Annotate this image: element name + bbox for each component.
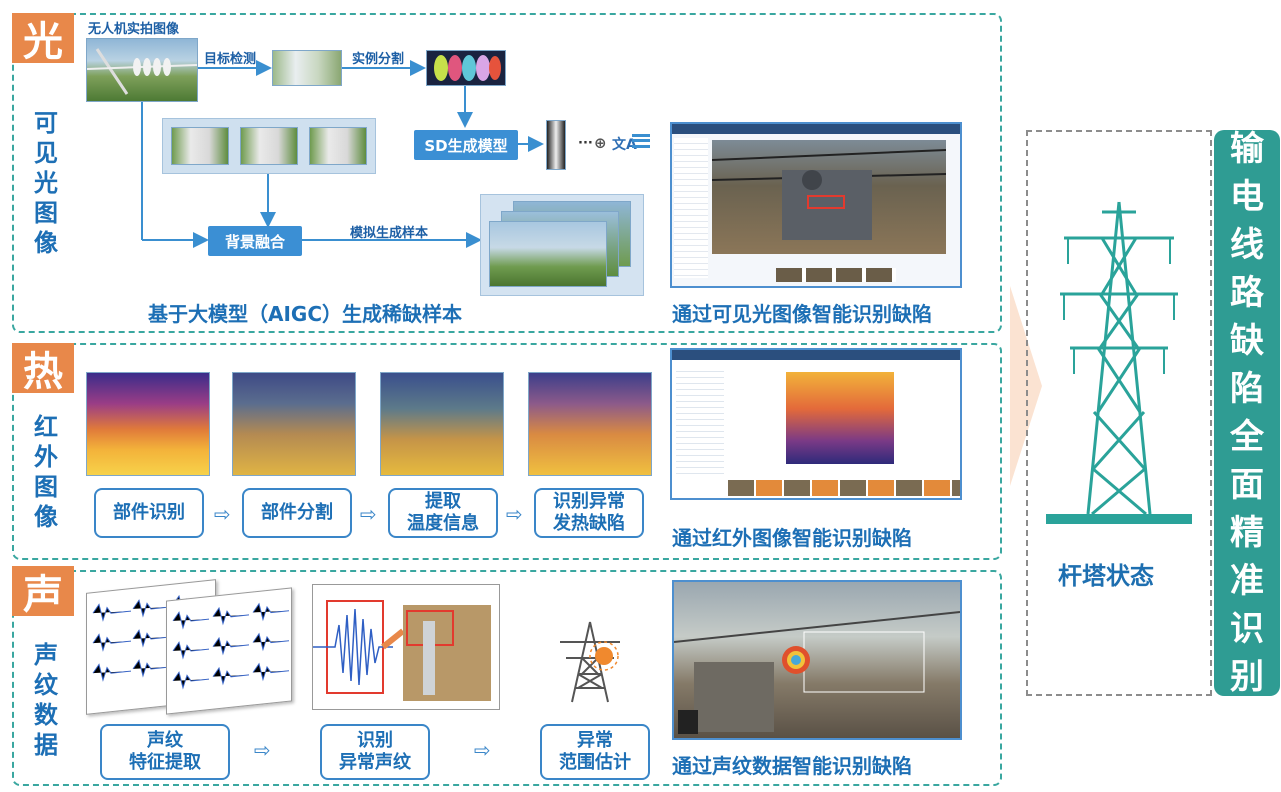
screen-main-photo <box>711 140 947 254</box>
thermal-step-3: 提取 温度信息 <box>388 488 498 538</box>
thermal-screen-tree <box>676 366 724 478</box>
abnormal-waveform-graphic <box>313 600 491 701</box>
thermal-arrow-1: ⇨ <box>214 502 231 526</box>
insulator-samples-group <box>162 118 376 174</box>
tower-state-label: 杆塔状态 <box>1058 562 1154 590</box>
thermal-arrow-2: ⇨ <box>360 502 377 526</box>
target-detection-label: 目标检测 <box>204 52 257 67</box>
hardware-graphic <box>711 149 947 240</box>
acoustic-scene-graphic <box>673 611 961 734</box>
thermal-step-4-label: 识别异常 发热缺陷 <box>553 491 625 534</box>
thermal-step-4: 识别异常 发热缺陷 <box>534 488 644 538</box>
thermal-photo-2 <box>232 372 356 476</box>
visible-badge: 光 <box>12 13 74 65</box>
sd-model-button: SD生成模型 <box>414 130 518 160</box>
detected-insulator-photo <box>272 50 342 86</box>
background-fusion-button: 背景融合 <box>208 226 302 256</box>
visible-caption-right: 通过可见光图像智能识别缺陷 <box>672 302 932 326</box>
acoustic-arrow-1: ⇨ <box>254 738 271 762</box>
screen-thumbnails <box>776 268 896 282</box>
list-icon <box>632 134 650 148</box>
visible-result-screen <box>670 122 962 288</box>
waveform-grid-2 <box>172 602 289 690</box>
acoustic-caption-right: 通过声纹数据智能识别缺陷 <box>672 754 912 778</box>
acoustic-step-1-label: 声纹 特征提取 <box>129 730 201 773</box>
thermal-vertical-label: 红外图像 <box>34 413 58 531</box>
screen-topbar <box>672 124 960 134</box>
visible-caption-left: 基于大模型（AIGC）生成稀缺样本 <box>148 302 463 326</box>
thermal-step-1: 部件识别 <box>94 488 204 538</box>
screen-sidebar <box>674 138 708 278</box>
acoustic-vertical-label: 声纹数据 <box>34 641 58 759</box>
acoustic-step-2-label: 识别 异常声纹 <box>339 730 411 773</box>
abnormal-waveform-box <box>312 584 500 710</box>
acoustic-step-3-label: 异常 范围估计 <box>559 730 631 773</box>
acoustic-arrow-2: ⇨ <box>474 738 491 762</box>
acoustic-step-3: 异常 范围估计 <box>540 724 650 780</box>
globe-plus-icon: ⊕ <box>594 134 607 152</box>
thermal-arrow-3: ⇨ <box>506 502 523 526</box>
acoustic-step-1: 声纹 特征提取 <box>100 724 230 780</box>
sd-output-thumb <box>546 120 566 170</box>
insulator-graphic <box>86 48 198 95</box>
simulate-sample-label: 模拟生成样本 <box>350 226 429 241</box>
drone-image-label: 无人机实拍图像 <box>88 22 180 37</box>
result-banner-label: 输电线路缺陷全面精准识别 <box>1230 129 1264 697</box>
visible-flow-lines <box>141 60 544 248</box>
instance-segmentation-label: 实例分割 <box>352 52 405 67</box>
visible-vertical-label: 可见光图像 <box>34 109 58 257</box>
result-banner: 输电线路缺陷全面精准识别 <box>1214 129 1280 697</box>
acoustic-result-photo <box>672 580 962 740</box>
thermal-step-1-label: 部件识别 <box>113 502 185 523</box>
thermal-result-screen <box>670 348 962 500</box>
thermal-step-2: 部件分割 <box>242 488 352 538</box>
thermal-badge: 热 <box>12 343 74 395</box>
drone-photo <box>86 38 198 102</box>
tower-panel <box>1026 130 1212 696</box>
segment-graphic <box>434 55 501 81</box>
thermal-photo-3 <box>380 372 504 476</box>
waveform-sheet-front <box>166 587 292 715</box>
thermal-photo-4 <box>528 372 652 476</box>
acoustic-panel <box>12 570 1002 786</box>
thermal-panel <box>12 343 1002 560</box>
thermal-step-2-label: 部件分割 <box>261 502 333 523</box>
thermal-caption-right: 通过红外图像智能识别缺陷 <box>672 526 912 550</box>
insulator-sample-3 <box>309 127 367 165</box>
thermal-screen-thumbnails <box>728 480 960 496</box>
acoustic-badge: 声 <box>12 566 74 618</box>
generated-sample-front <box>489 221 607 287</box>
anomaly-tower-icon <box>560 621 620 703</box>
sd-dots-icon: ··· <box>578 136 593 151</box>
thermal-screen-photo <box>786 372 894 464</box>
thermal-step-3-label: 提取 温度信息 <box>407 491 479 534</box>
transmission-tower-icon <box>1046 201 1192 524</box>
translate-icon: 文A <box>612 137 637 153</box>
insulator-sample-1 <box>171 127 229 165</box>
acoustic-step-2: 识别 异常声纹 <box>320 724 430 780</box>
thermal-photo-1 <box>86 372 210 476</box>
segmented-insulator-photo <box>426 50 506 86</box>
visible-panel <box>12 13 1002 333</box>
generated-samples-stack <box>480 194 644 296</box>
insulator-sample-2 <box>240 127 298 165</box>
thermal-screen-topbar <box>672 350 960 360</box>
